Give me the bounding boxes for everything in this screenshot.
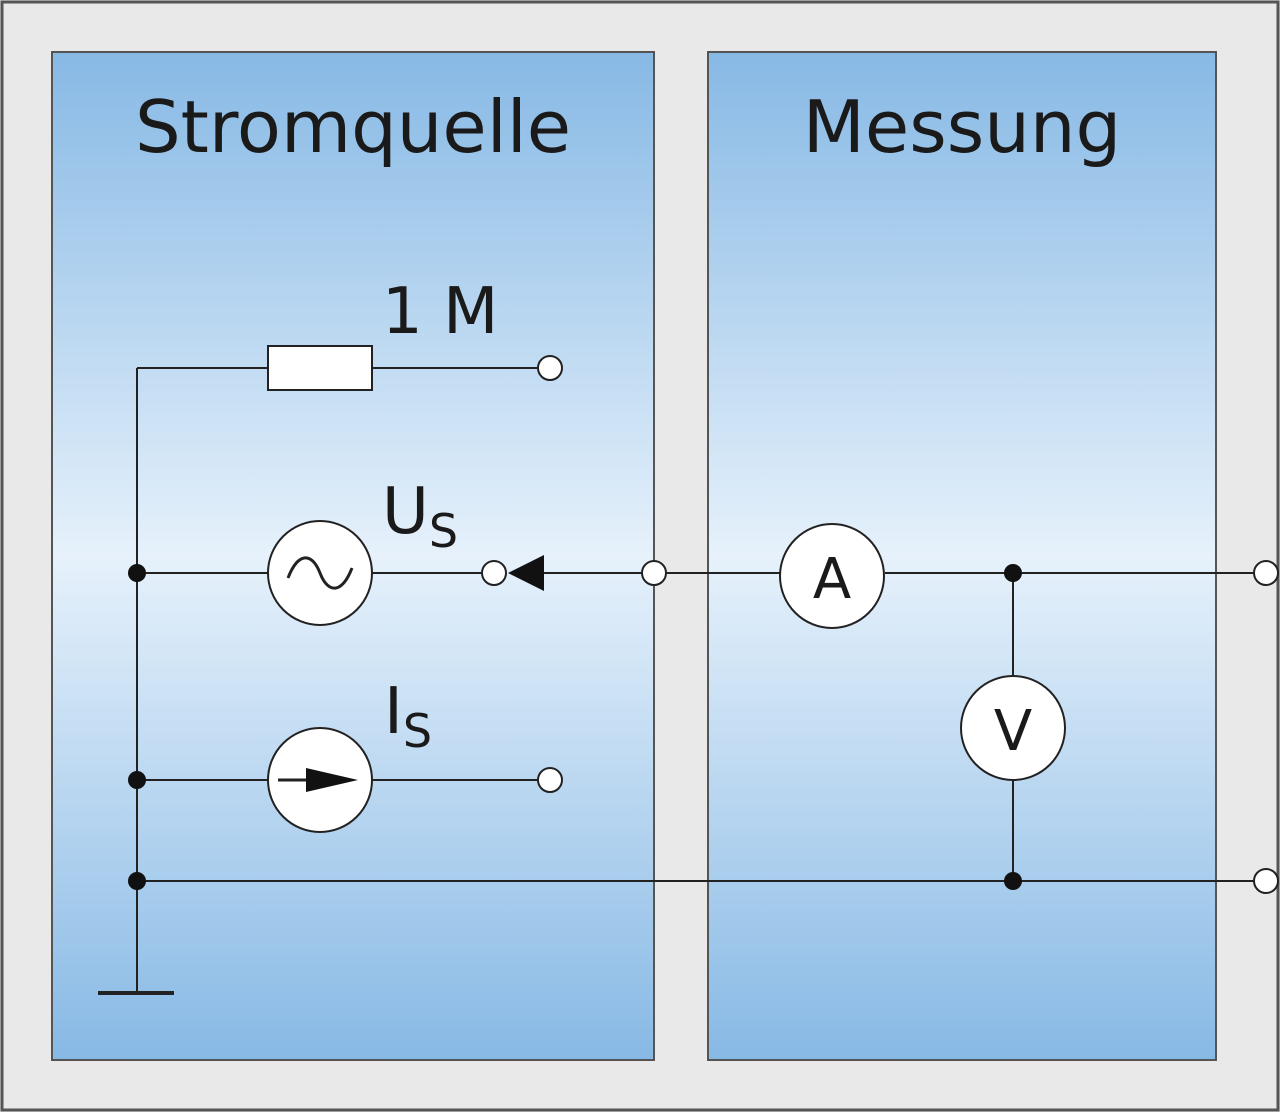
voltmeter-label: V — [994, 699, 1032, 764]
ammeter-icon — [779, 523, 885, 629]
switch-arrow-icon — [508, 555, 544, 591]
terminal-resistor — [537, 355, 563, 381]
terminal-source-output — [641, 560, 667, 586]
is-label: IS — [384, 675, 432, 758]
junction-dot — [128, 564, 146, 582]
resistor-icon — [267, 345, 373, 391]
current-source-icon — [267, 727, 373, 833]
junction-dot — [1004, 564, 1022, 582]
is-label-main: I — [384, 675, 403, 749]
ammeter-label: A — [813, 547, 851, 612]
terminal-measure-top — [1253, 560, 1279, 586]
junction-dot — [128, 771, 146, 789]
us-label-main: U — [382, 475, 429, 549]
voltmeter-icon — [960, 675, 1066, 781]
terminal-current-source — [537, 767, 563, 793]
panel-title-right: Messung — [803, 85, 1121, 169]
is-label-sub: S — [403, 704, 432, 758]
junction-dot — [1004, 872, 1022, 890]
us-label-sub: S — [429, 504, 458, 558]
resistor-label: 1 M — [382, 275, 498, 349]
junction-dot — [128, 872, 146, 890]
terminal-switch — [481, 560, 507, 586]
us-label: US — [382, 475, 458, 558]
ac-voltage-source-icon — [267, 520, 373, 626]
terminal-measure-bottom — [1253, 868, 1279, 894]
panel-title-left: Stromquelle — [135, 85, 571, 169]
